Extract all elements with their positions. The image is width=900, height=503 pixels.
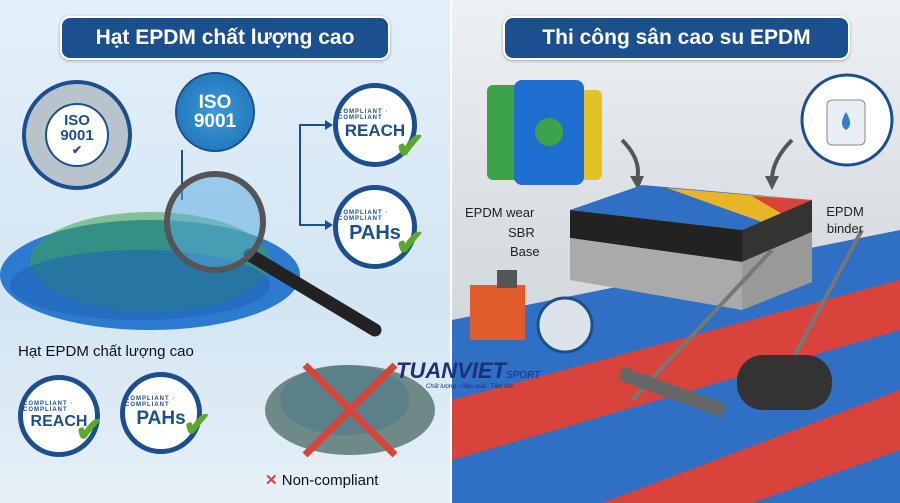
iso-photo-circle: ISO 9001 ✔ (22, 80, 132, 190)
connector-arrows (0, 120, 435, 458)
iso-number: 9001 (193, 111, 237, 132)
label-epdm-wear: EPDM wear (465, 205, 535, 220)
check-icon: ✔ (395, 125, 426, 166)
logo-tagline: Chất lượng - Hiệu quả - Tâm tâm (426, 384, 515, 390)
bottom-reach-badge: COMPLIANT · COMPLIANT REACH (18, 375, 100, 457)
reach-badge: COMPLIANT · COMPLIANT REACH (333, 83, 417, 167)
sbr-layer (570, 210, 742, 262)
label-sbr: SBR (508, 225, 535, 240)
magnifier-lens (164, 171, 266, 273)
logo-name: TUANVIET (396, 358, 506, 383)
mixer-machine-icon (470, 285, 525, 340)
iso-granules-circle: ISO 9001 (175, 72, 255, 152)
badge-label: PAHs (349, 221, 401, 244)
bottom-pahs-badge: COMPLIANT · COMPLIANT PAHs (120, 372, 202, 454)
trowel-handle (630, 248, 774, 402)
badge-label: PAHs (136, 408, 186, 429)
iso-text: ISO (64, 111, 90, 129)
logo-suffix: SPORT (506, 370, 541, 381)
badge-ring-text: COMPLIANT · COMPLIANT (338, 209, 389, 222)
badge-ring-text: COMPLIANT · COMPLIANT (338, 109, 389, 121)
construction-illustration (452, 73, 900, 503)
badge-ring-text: COMPLIANT · COMPLIANT (23, 401, 74, 413)
right-panel: Thi công sân cao su EPDM EPDM wear SBR B… (452, 0, 900, 503)
left-panel: Hạt EPDM chất lượng cao ISO 9001 ✔ ISO 9… (0, 0, 450, 503)
badge-label: REACH (30, 413, 88, 430)
check-icon: ✔ (71, 142, 83, 157)
pahs-badge: COMPLIANT · COMPLIANT PAHs (333, 185, 417, 269)
roller-handle (790, 229, 864, 361)
mixer-blade-icon (536, 296, 594, 354)
iso-number: 9001 (60, 126, 94, 144)
base-layer (570, 238, 742, 310)
label-epdm-binder: EPDM binder (826, 204, 864, 236)
non-compliant-label: ✕ Non-compliant (265, 471, 378, 489)
magnifier-handle (243, 248, 382, 337)
check-icon: ✔ (183, 406, 212, 444)
x-icon: ✕ (265, 472, 278, 489)
tuanviet-logo: TUANVIETSPORT Chất lượng - Hiệu quả - Tâ… (396, 358, 540, 390)
left-title: Hạt EPDM chất lượng cao (60, 16, 390, 60)
check-icon: ✔ (75, 411, 104, 449)
non-compliant-text: Non-compliant (281, 472, 379, 489)
iso-text: ISO (198, 92, 232, 113)
badge-label: REACH (344, 121, 406, 140)
right-title: Thi công sân cao su EPDM (503, 16, 850, 60)
badge-ring-text: COMPLIANT · COMPLIANT (125, 396, 176, 408)
caption: Hạt EPDM chất lượng cao (18, 343, 194, 360)
label-base: Base (510, 244, 540, 259)
trowel-blade (617, 366, 727, 418)
check-icon: ✔ (395, 222, 426, 263)
roller-drum (737, 355, 832, 410)
